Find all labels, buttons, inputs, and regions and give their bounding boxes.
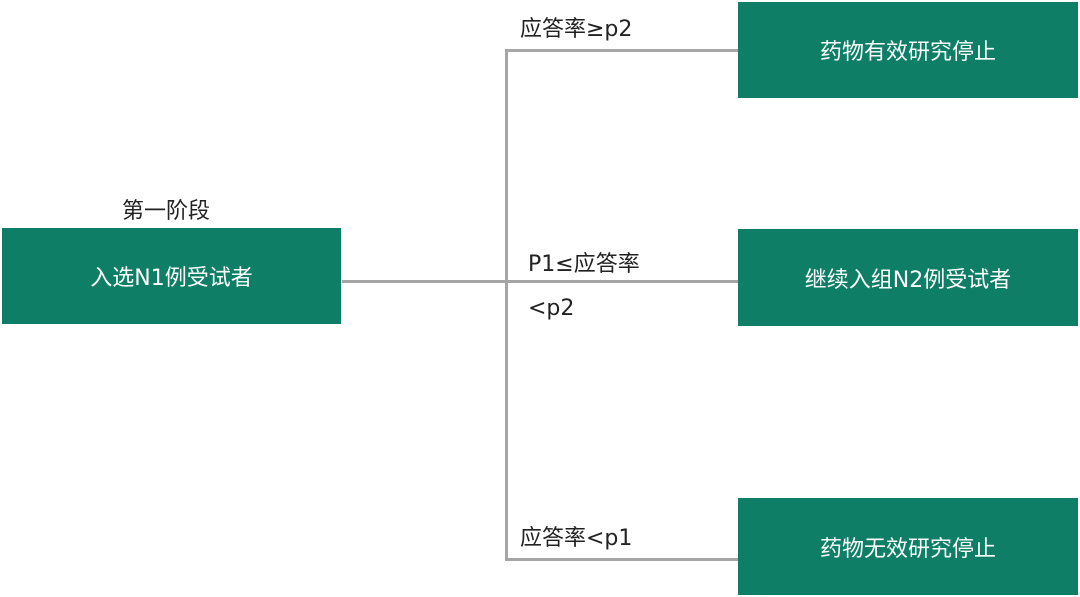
condition-label-ineffective: 应答率<p1: [520, 526, 633, 551]
stage-label: 第一阶段: [122, 199, 211, 224]
condition-label-continue-line2: <p2: [528, 296, 575, 321]
outcome-node-ineffective-stop: 药物无效研究停止: [738, 498, 1078, 595]
connector-branch-bottom: [505, 558, 738, 561]
connector-start-to-trunk: [342, 280, 738, 283]
start-node: 入选N1例受试者: [2, 228, 341, 324]
connector-vertical-trunk: [505, 49, 508, 561]
outcome-node-effective-stop: 药物有效研究停止: [738, 2, 1078, 98]
condition-label-effective: 应答率≥p2: [520, 17, 633, 42]
connector-branch-top: [505, 49, 738, 52]
outcome-node-continue-enroll: 继续入组N2例受试者: [738, 229, 1078, 326]
condition-label-continue-line1: P1≤应答率: [528, 252, 640, 277]
